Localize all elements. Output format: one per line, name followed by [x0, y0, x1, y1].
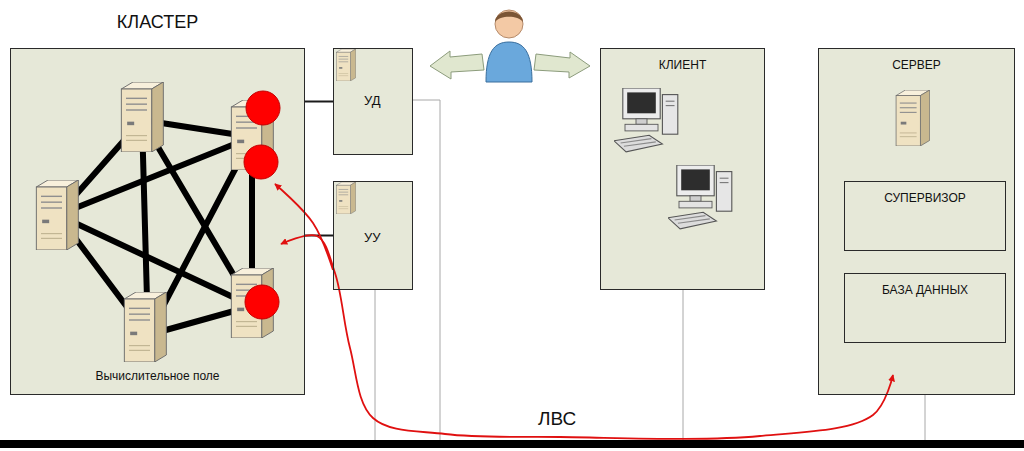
- data-flow-arrow: [275, 184, 893, 439]
- box-fill: [10, 48, 305, 395]
- connector-path: [375, 290, 376, 440]
- lan-band: ЛВС: [0, 406, 1024, 451]
- box-fill: [333, 181, 413, 290]
- connector-branch: [275, 184, 333, 270]
- network-link: [683, 290, 684, 440]
- box-fill: [844, 181, 1006, 251]
- node-heading: БАЗА ДАННЫХ: [882, 283, 968, 297]
- control-box: УУ: [333, 181, 413, 290]
- storage-box: УД: [333, 48, 413, 155]
- network-link: [305, 101, 333, 102]
- network-link: [925, 395, 926, 440]
- connector-path: [305, 101, 333, 103]
- node-caption: Вычислительное поле: [95, 369, 219, 383]
- device-icons: [336, 49, 929, 229]
- node-heading: УД: [364, 93, 380, 109]
- node-heading: КЛАСТЕР: [117, 12, 198, 34]
- connector-path: [683, 290, 684, 440]
- server-box: СУПЕРВИЗОР БАЗА ДАННЫХ СЕРВЕР: [818, 48, 1015, 395]
- node-heading: КЛИЕНТ: [659, 58, 707, 72]
- box-fill: [333, 48, 413, 155]
- user-figure: [430, 10, 590, 82]
- node-heading: СУПЕРВИЗОР: [884, 191, 966, 205]
- network-link: [375, 290, 376, 440]
- node-heading: УУ: [364, 230, 381, 246]
- connector-path: [281, 235, 893, 439]
- lan-bus: [0, 440, 1024, 448]
- task-markers: [244, 91, 280, 319]
- node-heading: ЛВС: [538, 408, 576, 431]
- box-fill: [818, 48, 1015, 395]
- network-link: [413, 100, 440, 440]
- box-fills: [10, 48, 1015, 395]
- box-fill: [844, 273, 1006, 343]
- client-box: КЛИЕНТ: [600, 48, 765, 290]
- box-fill: [600, 48, 765, 290]
- cluster-box: КЛАСТЕРВычислительное поле: [10, 48, 305, 395]
- supervisor-box: СУПЕРВИЗОР: [844, 181, 1006, 251]
- cluster-servers: [36, 82, 273, 362]
- connector-path: [925, 395, 926, 440]
- node-heading: СЕРВЕР: [892, 58, 941, 72]
- connector-path: [413, 100, 440, 440]
- database-box: БАЗА ДАННЫХ: [844, 273, 1006, 343]
